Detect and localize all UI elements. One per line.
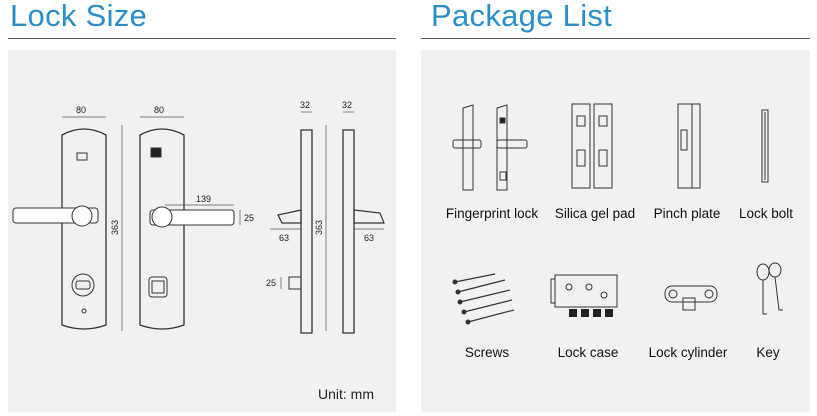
lock-case-icon: [550, 274, 618, 317]
dim-side-depth-1: 32: [300, 100, 310, 110]
screws-icon: [452, 273, 515, 325]
unit-label: Unit: mm: [318, 386, 374, 402]
dim-height-side: 363: [314, 220, 324, 235]
fingerprint-lock-icon: [452, 104, 528, 191]
pinch-plate-icon: [677, 103, 701, 189]
dim-handle-span: 139: [196, 194, 211, 204]
lock-size-title: Lock Size: [10, 0, 148, 33]
key-icon: [756, 262, 783, 315]
package-item-label: Pinch plate: [653, 206, 721, 221]
package-list-panel: [421, 50, 810, 412]
dim-knob-height: 25: [266, 278, 276, 288]
dim-front-width-front: 80: [154, 105, 164, 115]
dim-front-width-back: 80: [76, 105, 86, 115]
lock-cylinder-icon: [664, 285, 718, 311]
package-item-label: Fingerprint lock: [445, 206, 539, 221]
package-item-label: Key: [756, 345, 780, 360]
lock-size-panel: [8, 50, 396, 412]
package-list-divider: [421, 38, 810, 39]
package-item-label: Screws: [464, 345, 510, 360]
dim-side-depth-2: 32: [342, 100, 352, 110]
dim-height-front: 363: [110, 220, 120, 235]
dim-handle-projection-1: 63: [279, 233, 289, 243]
lock-size-divider: [8, 38, 396, 39]
lock-bolt-icon: [761, 109, 769, 183]
dim-handle-thickness: 25: [244, 213, 254, 223]
package-item-label: Lock bolt: [738, 206, 794, 221]
package-item-label: Lock cylinder: [648, 345, 728, 360]
silica-gel-pad-icon: [571, 103, 613, 189]
package-item-label: Lock case: [557, 345, 619, 360]
lock-dimension-drawing: 80 80 32 32 363 363 139 25 63 63 25: [12, 100, 385, 334]
package-list-title: Package List: [431, 0, 613, 33]
dim-handle-projection-2: 63: [364, 233, 374, 243]
package-item-label: Silica gel pad: [554, 206, 636, 221]
